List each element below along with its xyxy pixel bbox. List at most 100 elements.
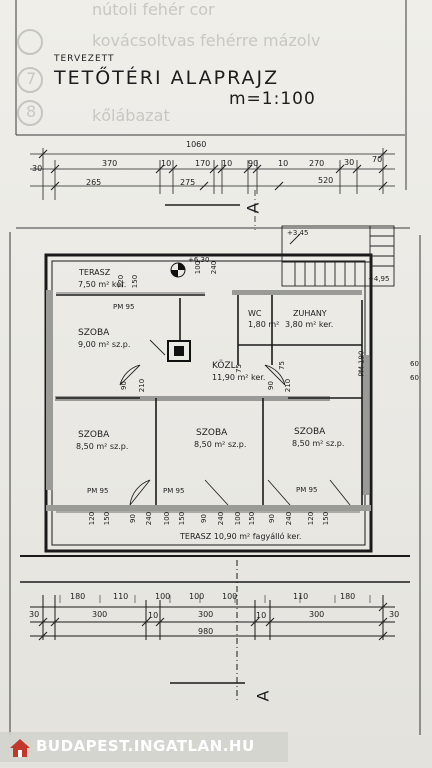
opening-210-a: 210 — [138, 378, 147, 393]
ghost-text-line1: nútoli fehér cor — [92, 0, 215, 19]
drawing-title: TETŐTÉRI ALAPRAJZ — [54, 67, 280, 89]
dim-top-9: 30 — [344, 158, 355, 167]
opening-120: 120 — [117, 274, 126, 289]
opening-150-c: 150 — [178, 511, 187, 526]
dim-top-8: 270 — [309, 159, 325, 168]
ghost-text-line2: kovácsoltvas fehérre mázolv — [92, 31, 321, 50]
ghost-circle-7 — [17, 67, 43, 93]
chimney — [167, 340, 191, 362]
dim-bottom-2: 110 — [113, 592, 129, 601]
opening-150-d: 150 — [248, 511, 257, 526]
opening-90-a: 90 — [119, 381, 128, 390]
level-stair: +3,45 — [287, 229, 309, 237]
dim-bottom-5: 100 — [222, 592, 238, 601]
opening-60-bottom: 60 — [410, 374, 419, 382]
room-szoba1-name: SZOBA — [78, 328, 110, 338]
opening-90-d: 90 — [199, 514, 208, 523]
dim-bottom-row2-2: 300 — [92, 610, 108, 619]
opening-150-e: 150 — [322, 511, 331, 526]
room-szoba3-area: 8,50 m² sz.p. — [194, 440, 247, 449]
dim-bottom-7: 180 — [340, 592, 356, 601]
dim-top-10: 70 — [372, 155, 383, 164]
opening-pm190: PM 190 — [357, 350, 366, 377]
opening-pm95-2: PM 95 — [163, 487, 185, 495]
staircase — [281, 225, 395, 287]
opening-150: 150 — [131, 274, 140, 289]
ghost-circle-8 — [17, 100, 43, 126]
ghost-text-line3: kőlábazat — [92, 106, 170, 125]
opening-100: 100 — [194, 260, 203, 275]
opening-pm95-1: PM 95 — [87, 487, 109, 495]
level-marker — [170, 262, 186, 278]
section-marker-bottom: A — [253, 690, 273, 702]
watermark-bar — [0, 732, 288, 762]
ghost-circle-6 — [17, 29, 43, 55]
opening-90-c: 90 — [128, 514, 137, 523]
room-zuhany-name: ZUHANY — [293, 309, 327, 318]
opening-pm95-top: PM 95 — [113, 303, 135, 311]
opening-240-c: 240 — [145, 511, 154, 526]
dim-top-1: 30 — [32, 164, 43, 173]
opening-120-b: 120 — [88, 511, 97, 526]
opening-210-b: 210 — [284, 378, 293, 393]
drawing-scale: m=1:100 — [229, 89, 316, 109]
dim-top-4: 170 — [195, 159, 211, 168]
room-szoba3-name: SZOBA — [196, 428, 228, 438]
watermark-text: BUDAPEST.INGATLAN.HU — [36, 737, 255, 755]
opening-240: 240 — [210, 260, 219, 275]
opening-60-top: 60 — [410, 360, 419, 368]
opening-pm95-3: PM 95 — [296, 486, 318, 494]
room-kozl-name: KÖZL — [212, 361, 236, 371]
opening-240-d: 240 — [217, 511, 226, 526]
section-marker-top: A — [243, 202, 263, 214]
dim-top-7: 10 — [278, 159, 289, 168]
level-right: +4,95 — [368, 275, 390, 283]
ghost-number-8: 8 — [26, 102, 37, 121]
ghost-number-7: 7 — [26, 69, 37, 88]
dim-bottom-row2-6: 300 — [309, 610, 325, 619]
room-kozl-area: 11,90 m² ker. — [212, 373, 266, 382]
opening-75-left: 75 — [234, 364, 243, 373]
dim-top-5: 10 — [222, 159, 233, 168]
opening-90-e: 90 — [267, 514, 276, 523]
opening-150-b: 150 — [103, 511, 112, 526]
opening-90-b: 90 — [266, 381, 275, 390]
room-szoba2-area: 8,50 m² sz.p. — [76, 442, 129, 451]
dim-top-row2-3: 520 — [318, 176, 334, 185]
dim-overall-top: 1060 — [186, 140, 207, 149]
dim-top-row2-2: 275 — [180, 178, 196, 187]
room-szoba4-area: 8,50 m² sz.p. — [292, 439, 345, 448]
dim-bottom-row2-3: 10 — [148, 611, 159, 620]
dim-top-2: 370 — [102, 159, 118, 168]
opening-100-d: 100 — [234, 511, 243, 526]
dim-top-row2-1: 265 — [86, 178, 102, 187]
dim-bottom-row2-1: 30 — [29, 610, 40, 619]
dim-overall-bottom: 980 — [198, 627, 214, 636]
dim-bottom-row2-4: 300 — [198, 610, 214, 619]
room-szoba2-name: SZOBA — [78, 430, 110, 440]
opening-100-c: 100 — [163, 511, 172, 526]
dim-bottom-4: 100 — [189, 592, 205, 601]
house-logo-icon — [10, 739, 30, 757]
dim-bottom-1: 180 — [70, 592, 86, 601]
room-szoba1-area: 9,00 m² sz.p. — [78, 340, 131, 349]
opening-240-e: 240 — [285, 511, 294, 526]
room-terasz-top-name: TERASZ — [79, 268, 111, 277]
dim-top-6: 90 — [248, 159, 259, 168]
room-zuhany-area: 3,80 m² ker. — [285, 320, 334, 329]
dim-bottom-row2-7: 30 — [389, 610, 400, 619]
room-szoba4-name: SZOBA — [294, 427, 326, 437]
room-terasz-top-area: 7,50 m² ker. — [78, 280, 127, 289]
room-terasz-bottom: TERASZ 10,90 m² fagyálló ker. — [180, 532, 302, 541]
dim-bottom-6: 110 — [293, 592, 309, 601]
dim-bottom-3: 100 — [155, 592, 171, 601]
room-wc-area: 1,80 m² — [248, 320, 280, 329]
opening-75-right: 75 — [277, 361, 286, 370]
level-terrace: +6,30 — [188, 256, 210, 264]
dim-top-3: 10 — [161, 159, 172, 168]
opening-120-e: 120 — [307, 511, 316, 526]
drawing-subtitle: TERVEZETT — [54, 54, 115, 64]
dim-bottom-row2-5: 10 — [256, 611, 267, 620]
